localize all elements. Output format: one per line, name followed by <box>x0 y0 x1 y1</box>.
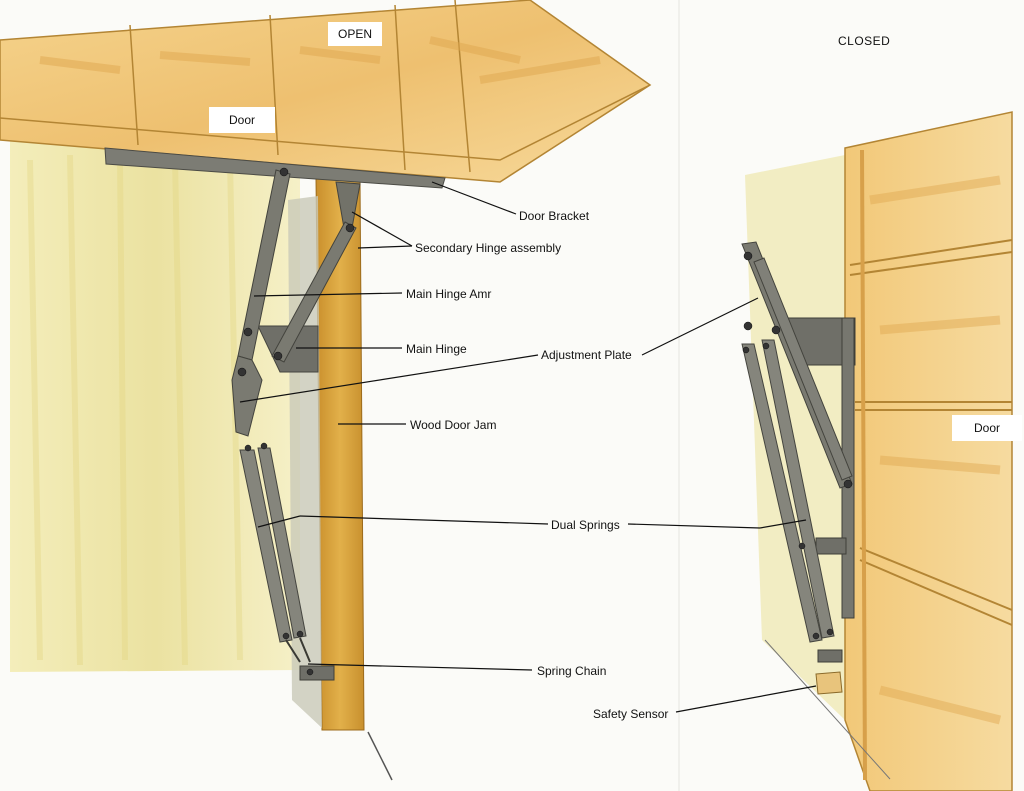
adjustment-plate-label: Adjustment Plate <box>541 348 632 362</box>
leader-secondary-hinge-1 <box>351 211 413 247</box>
leader-adjustment-plate-closed <box>641 297 759 356</box>
spring-chain <box>285 637 311 663</box>
leader-dual-springs-open-1 <box>257 515 301 528</box>
open-view-title: OPEN <box>328 22 383 46</box>
door-bracket-label: Door Bracket <box>519 209 590 223</box>
closed-spring-left <box>741 343 823 643</box>
leader-safety-sensor <box>675 685 817 713</box>
main-hinge-arm-label: Main Hinge Amr <box>406 287 492 301</box>
main-hinge-label: Main Hinge <box>406 342 467 356</box>
door-bracket <box>104 147 446 189</box>
open-door-panel <box>0 0 652 183</box>
safety-sensor <box>815 671 843 695</box>
leader-dual-springs-open-2 <box>299 515 549 525</box>
open-view <box>0 0 652 781</box>
wood-door-jam <box>315 177 365 731</box>
leader-dual-springs-closed-2 <box>759 519 807 529</box>
leader-main-hinge-arm <box>253 292 403 297</box>
closed-spring-right <box>761 339 835 639</box>
closed-view <box>741 111 1013 791</box>
closed-door-label: Door <box>952 415 1023 441</box>
leader-spring-chain <box>307 663 533 671</box>
leader-adjustment-plate-open <box>239 354 539 403</box>
open-door-label: Door <box>209 107 276 133</box>
spring-chain-label: Spring Chain <box>537 664 607 678</box>
closed-door-panel <box>844 111 1013 791</box>
leader-secondary-hinge-2 <box>357 245 413 249</box>
dual-springs-label: Dual Springs <box>551 518 620 532</box>
closed-view-title: CLOSED <box>838 34 891 48</box>
leader-lines <box>239 181 817 713</box>
leader-dual-springs-closed-1 <box>627 523 761 529</box>
wood-door-jam-label: Wood Door Jam <box>410 418 497 432</box>
safety-sensor-label: Safety Sensor <box>593 707 669 721</box>
open-wall <box>10 140 300 672</box>
leader-door-bracket <box>431 181 517 215</box>
secondary-hinge-label: Secondary Hinge assembly <box>415 241 562 255</box>
